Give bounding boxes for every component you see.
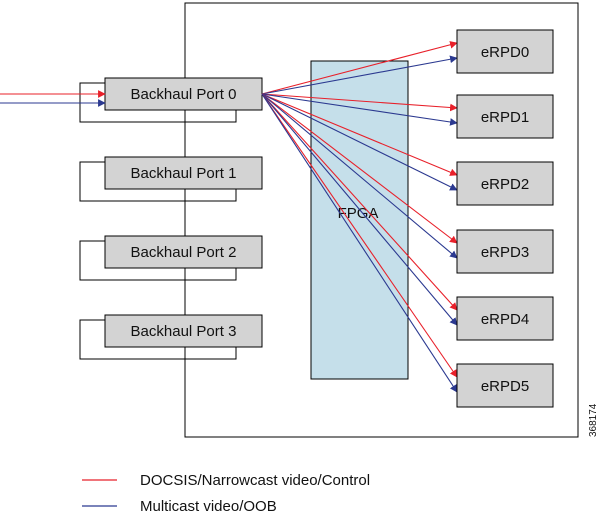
backhaul-port-loop <box>79 240 237 281</box>
backhaul-port-label: Backhaul Port 2 <box>131 244 237 261</box>
erpd-0: eRPD0 <box>456 29 554 74</box>
backhaul-port-box <box>104 77 263 111</box>
erpd-1: eRPD1 <box>456 94 554 139</box>
backhaul-port-label: Backhaul Port 1 <box>131 165 237 182</box>
docsis-arrow-to-erpd-5 <box>261 93 458 378</box>
multicast-arrow-to-erpd-2 <box>261 93 458 191</box>
docsis-arrow-to-erpd-3 <box>261 93 458 244</box>
erpd-box <box>456 29 554 74</box>
docsis-arrow-to-erpd-1 <box>261 93 458 112</box>
erpd-2: eRPD2 <box>456 161 554 206</box>
erpd-label: eRPD1 <box>481 109 529 126</box>
erpd-5: eRPD5 <box>456 363 554 408</box>
legend-label-red: DOCSIS/Narrowcast video/Control <box>140 472 370 489</box>
backhaul-port-2: Backhaul Port 2 <box>79 235 263 281</box>
multicast-arrow-to-erpd-1 <box>261 93 458 126</box>
erpd-box <box>456 161 554 206</box>
erpd-label: eRPD0 <box>481 44 529 61</box>
erpd-box <box>456 229 554 274</box>
erpd-box <box>456 94 554 139</box>
erpd-boxes: eRPD0 eRPD1 eRPD2 eRPD3 eRPD4 eRPD5 <box>456 29 554 408</box>
signal-lines <box>0 41 458 393</box>
figure-id: 368174 <box>588 403 599 437</box>
backhaul-port-label: Backhaul Port 3 <box>131 323 237 340</box>
erpd-box <box>456 296 554 341</box>
backhaul-port-loop <box>79 319 237 360</box>
erpd-box <box>456 363 554 408</box>
fpga-block <box>310 60 409 380</box>
erpd-label: eRPD3 <box>481 244 529 261</box>
erpd-label: eRPD5 <box>481 378 529 395</box>
erpd-label: eRPD4 <box>481 311 529 328</box>
docsis-arrow-to-erpd-2 <box>261 93 458 176</box>
backhaul-port-loop <box>79 161 237 202</box>
backhaul-port-label: Backhaul Port 0 <box>131 86 237 103</box>
backhaul-port-loop <box>79 82 237 123</box>
backhaul-port-box <box>104 235 263 269</box>
backhaul-port-3: Backhaul Port 3 <box>79 314 263 360</box>
multicast-arrow-to-erpd-0 <box>261 55 458 95</box>
erpd-3: eRPD3 <box>456 229 554 274</box>
erpd-label: eRPD2 <box>481 176 529 193</box>
backhaul-ports: Backhaul Port 0 Backhaul Port 1 Backhaul P… <box>79 77 263 360</box>
multicast-arrow-to-erpd-4 <box>261 93 458 326</box>
docsis-arrow-to-erpd-0 <box>261 41 458 95</box>
legend-label-blue: Multicast video/OOB <box>140 498 277 515</box>
backhaul-port-box <box>104 314 263 348</box>
multicast-arrow-to-erpd-3 <box>261 93 458 259</box>
backhaul-port-box <box>104 156 263 190</box>
erpd-4: eRPD4 <box>456 296 554 341</box>
docsis-arrow-to-erpd-4 <box>261 93 458 311</box>
backhaul-port-0: Backhaul Port 0 <box>79 77 263 123</box>
backhaul-port-1: Backhaul Port 1 <box>79 156 263 202</box>
multicast-arrow-to-erpd-5 <box>261 93 458 393</box>
